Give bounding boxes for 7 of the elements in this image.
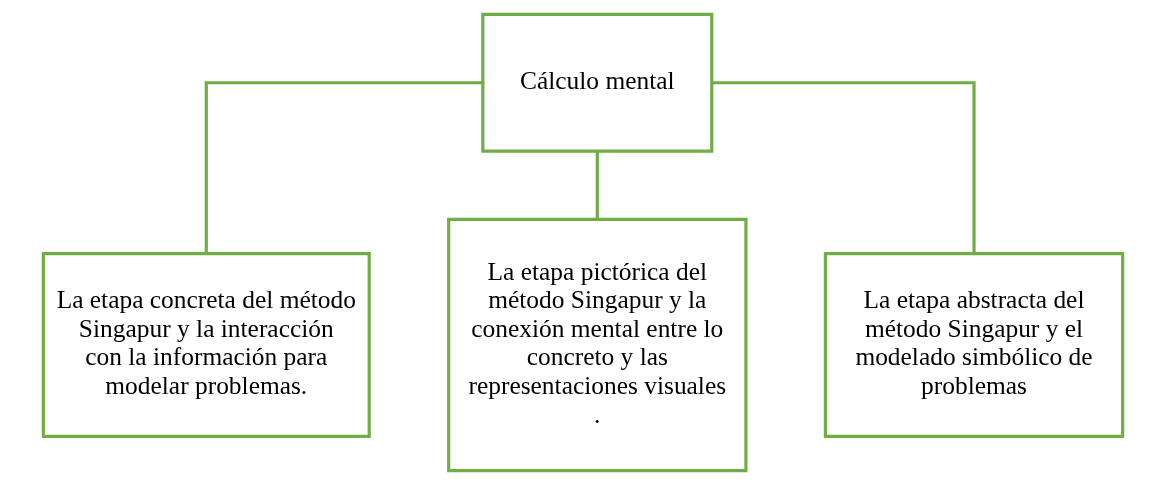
connector (204, 81, 483, 254)
connector (711, 81, 976, 254)
node-box: La etapa pictórica del método Singapur y la conexión mental entre lo concreto y las representaciones visuales . (446, 217, 747, 473)
connector (595, 151, 599, 220)
node-box: La etapa abstracta del método Singapur y el modelado simbólico de problemas (823, 252, 1124, 438)
node-box: Cálculo mental (480, 12, 713, 153)
node-box: La etapa concreta del método Singapur y la interacción con la información para modelar problemas. (41, 252, 371, 438)
